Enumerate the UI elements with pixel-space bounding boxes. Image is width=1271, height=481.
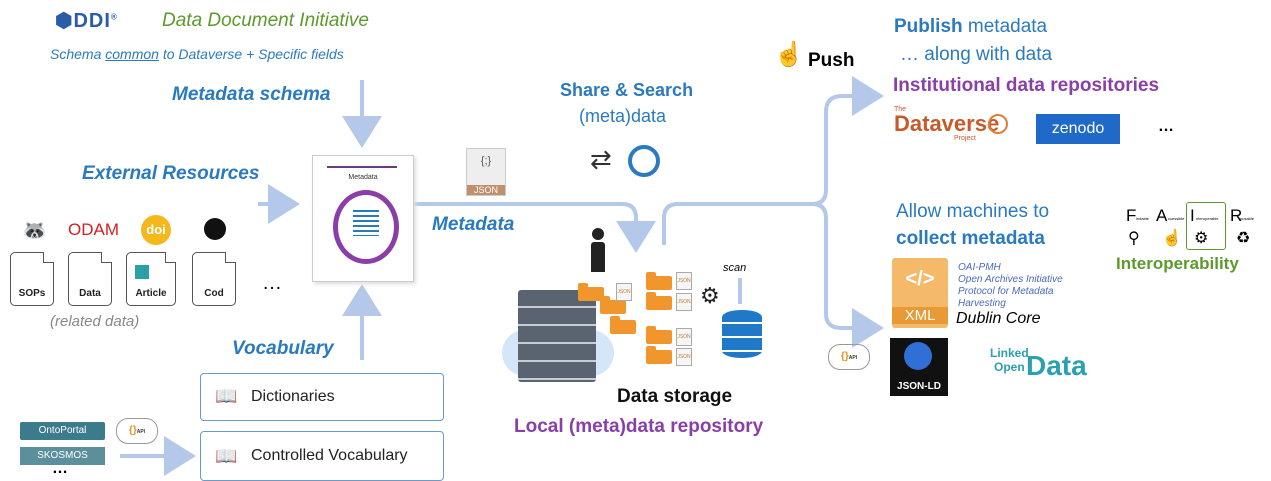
gears-icon: ⚙ [700, 283, 720, 308]
ontoportal-more: … [52, 460, 68, 477]
scan-arrow [738, 278, 742, 304]
api-cloud-icon-left: {}API [116, 418, 158, 444]
dublin-core-label: Dublin Core [956, 310, 1041, 327]
folder-icon [600, 296, 626, 314]
folder-icon [578, 283, 604, 301]
share-search-sub: (meta)data [579, 106, 667, 126]
arrow-storage-to-publish [662, 202, 812, 245]
share-icon: ⇄ [590, 144, 612, 174]
share-search-title: Share & Search [560, 80, 694, 100]
metadata-schema-label: Metadata schema [172, 84, 331, 105]
json-mini-icon: JSON [676, 293, 692, 311]
external-resources-label: External Resources [82, 163, 260, 184]
github-icon [204, 218, 226, 240]
share-network-icon [904, 342, 932, 370]
interoperability-label: Interoperability [1116, 254, 1239, 273]
gears-icon: ⚙ [1194, 230, 1209, 247]
arrow-branch-up [811, 76, 884, 206]
jsonld-label: JSON-LD [897, 381, 941, 392]
skosmos-logo: SKOSMOS [20, 447, 105, 465]
api-cloud-icon-right: {}API [828, 344, 870, 370]
json-mini-icon: JSON [676, 348, 692, 366]
raccoon-icon: 🦝 [22, 220, 47, 242]
schema-note: Schema common to Dataverse + Specific fi… [50, 46, 344, 62]
search-icon [628, 145, 660, 177]
person-icon [591, 228, 605, 274]
book-icon: 📖 [215, 386, 238, 406]
odam-logo: ODAM [68, 220, 119, 239]
jsonld-logo: JSON-LD [890, 338, 948, 396]
folder-icon [646, 346, 672, 364]
publish-line2: … along with data [900, 44, 1053, 65]
zenodo-logo: zenodo [1036, 114, 1120, 144]
controlled-vocabulary-label: Controlled Vocabulary [251, 447, 408, 464]
vocabulary-label: Vocabulary [232, 338, 334, 359]
push-label: Push [808, 50, 855, 71]
arrow-branch-down [811, 202, 884, 348]
xml-file-icon: </> XML [892, 258, 948, 328]
json-mini-icon: JSON [616, 283, 632, 301]
folder-icon [646, 292, 672, 310]
dictionaries-label: Dictionaries [251, 388, 335, 405]
json-label: JSON [467, 185, 505, 195]
related-data-label: (related data) [50, 313, 140, 330]
ddi-logo: ⬢DDI® [55, 10, 118, 32]
publish-line1: Publish metadata [894, 16, 1048, 37]
allow-machines-line1: Allow machines to [896, 201, 1050, 222]
docs-ellipsis: … [262, 272, 282, 294]
metadata-card: Metadata [312, 155, 414, 282]
xml-label: XML [892, 307, 948, 324]
json-mini-icon: JSON [676, 328, 692, 346]
folder-icon [646, 326, 672, 344]
doc-article: Article [126, 252, 176, 306]
dictionaries-box[interactable]: 📖 Dictionaries [200, 373, 444, 421]
magnifier-icon: ⚲ [1128, 230, 1140, 247]
allow-machines-line2: collect metadata [896, 228, 1045, 249]
metadata-card-title: Metadata [348, 174, 378, 181]
ddi-logo-icon: ⬢ [55, 10, 74, 32]
doi-icon: doi [141, 215, 171, 245]
dataverse-logo: The Dataverse Project [894, 106, 1014, 150]
local-repo-label: Local (meta)data repository [514, 416, 764, 437]
touch-icon: ☝ [1162, 230, 1182, 247]
ddi-title: Data Document Initiative [162, 10, 369, 31]
recycle-icon: ♻ [1236, 230, 1251, 247]
institutional-label: Institutional data repositories [893, 75, 1160, 96]
oai-pmh-text: OAI-PMH Open Archives Initiative Protoco… [958, 262, 1063, 309]
doc-sops: SOPs [10, 252, 54, 306]
database-icon [722, 310, 762, 358]
scan-label: scan [723, 262, 747, 274]
controlled-vocabulary-box[interactable]: 📖 Controlled Vocabulary [200, 431, 444, 481]
folder-icon [646, 272, 672, 290]
repo-more: … [1158, 118, 1174, 135]
json-mini-icon: JSON [676, 272, 692, 290]
ontoportal-logo: OntoPortal [20, 422, 105, 440]
data-storage-label: Data storage [617, 386, 733, 407]
doc-code: Cod [192, 252, 236, 306]
linked-open-data-logo: Linked Open Data [990, 346, 1087, 381]
server-rack-icon [518, 290, 596, 382]
arrow-metadata-to-storage [414, 202, 656, 253]
json-file-icon: {;} JSON [466, 148, 506, 196]
metadata-flow-label: Metadata [432, 214, 515, 235]
push-hand-icon: ☝ [774, 41, 804, 68]
book-icon: 📖 [215, 446, 238, 466]
doc-data: Data [68, 252, 112, 306]
folder-icon [610, 316, 636, 334]
